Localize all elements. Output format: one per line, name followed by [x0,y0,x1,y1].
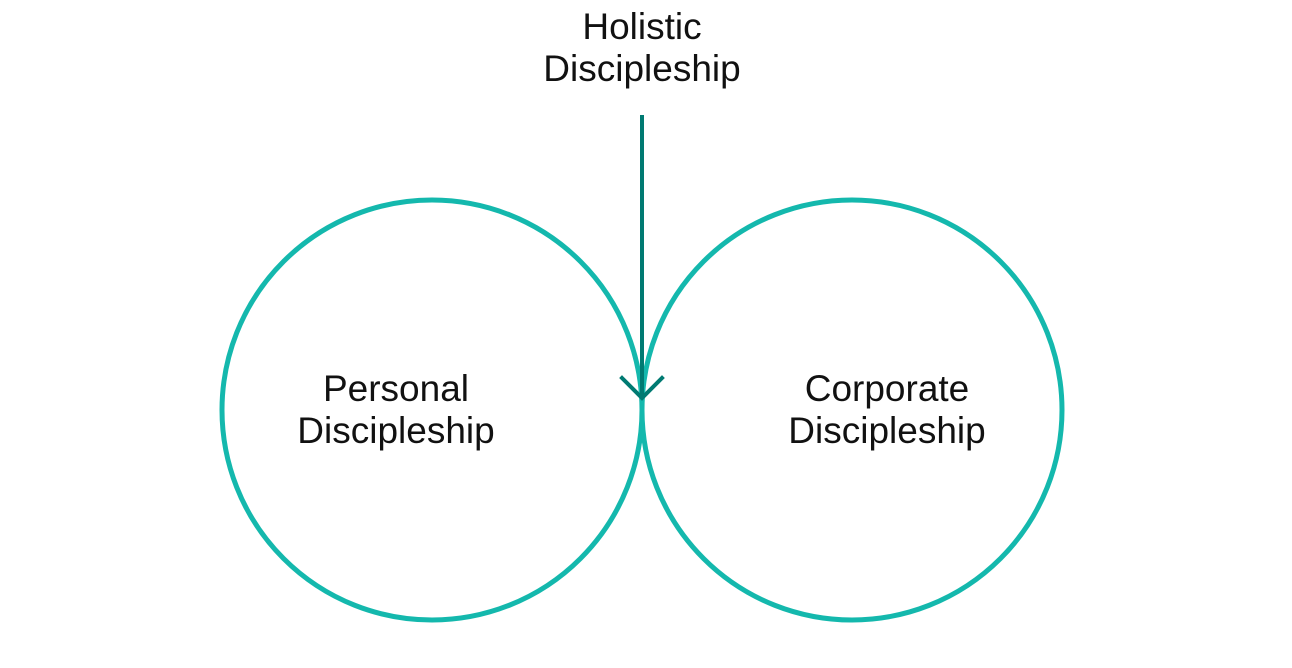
holistic-discipleship-label: Holistic Discipleship [543,6,740,90]
corporate-discipleship-label: Corporate Discipleship [788,368,985,452]
holistic-label-line1: Holistic [582,6,702,47]
corporate-label-line2: Discipleship [788,410,986,451]
personal-label-line2: Discipleship [297,410,495,451]
corporate-discipleship-circle [639,197,1065,623]
holistic-label-line2: Discipleship [543,48,741,89]
pointer-arrow-head [619,375,665,401]
personal-label-line1: Personal [322,368,470,409]
corporate-label-line1: Corporate [804,368,970,409]
personal-discipleship-label: Personal Discipleship [297,368,494,452]
